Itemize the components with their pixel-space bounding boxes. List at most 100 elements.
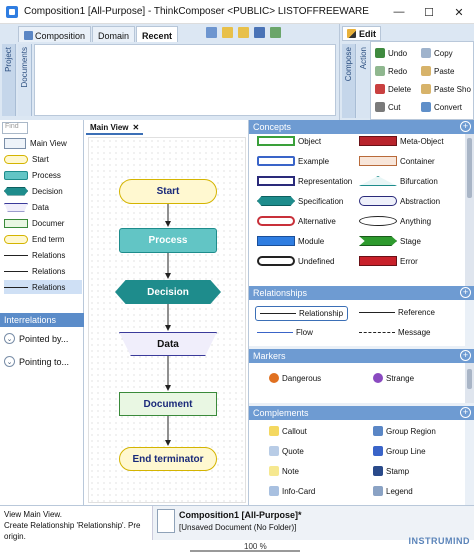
minimize-button[interactable]: — (393, 6, 405, 18)
expand-icon[interactable]: + (460, 121, 471, 132)
recent-documents-list[interactable] (34, 44, 336, 116)
complement-callout[interactable]: Callout (269, 426, 307, 436)
search-input[interactable]: Find (2, 122, 28, 134)
info-card-icon (269, 486, 279, 496)
tree-item-relationship-3[interactable]: Relations (4, 280, 82, 294)
complement-group-region[interactable]: Group Region (373, 426, 436, 436)
reference-tool[interactable]: Reference (359, 308, 435, 317)
open-folder-icon[interactable] (222, 27, 233, 38)
open-recent-icon[interactable] (238, 27, 249, 38)
marker-strange[interactable]: Strange (373, 373, 414, 383)
complement-note[interactable]: Note (269, 466, 299, 476)
concept-undefined[interactable]: Undefined (257, 256, 334, 266)
tree-item-relationship-1[interactable]: Relations (4, 248, 82, 262)
tree-item-process[interactable]: Process (4, 168, 82, 182)
tree-item-end-terminator[interactable]: End term (4, 232, 82, 246)
concept-example[interactable]: Example (257, 156, 329, 166)
markers-scrollbar[interactable] (465, 363, 474, 403)
redo-button[interactable]: Redo (375, 66, 407, 76)
concepts-header[interactable]: Concepts+ (249, 120, 474, 134)
relationships-header[interactable]: Relationships + (249, 286, 474, 300)
process-node[interactable]: Process (119, 228, 217, 253)
zoom-slider[interactable] (190, 550, 300, 552)
end-terminator-node[interactable]: End terminator (119, 447, 217, 471)
stamp-icon (373, 466, 383, 476)
markers-header[interactable]: Markers+ (249, 349, 474, 363)
maximize-button[interactable]: ☐ (424, 6, 434, 19)
complement-stamp[interactable]: Stamp (373, 466, 409, 476)
concept-error[interactable]: Error (359, 256, 418, 266)
concept-specification[interactable]: Specification (257, 196, 343, 206)
tree-item-main-view[interactable]: Main View (4, 136, 82, 150)
pointed-by-item[interactable]: ⌄Pointed by... (4, 333, 68, 344)
concept-alternative[interactable]: Alternative (257, 216, 336, 226)
properties-icon[interactable] (270, 27, 281, 38)
expand-icon[interactable]: + (460, 350, 471, 361)
complement-legend[interactable]: Legend (373, 486, 413, 496)
close-button[interactable]: ✕ (454, 6, 464, 19)
document-subtitle: [Unsaved Document (No Folder)] (179, 523, 297, 532)
project-panel: Composition Domain Recent Project Docume… (0, 24, 340, 120)
expand-icon[interactable]: + (460, 407, 471, 418)
scroll-thumb[interactable] (467, 138, 472, 198)
convert-button[interactable]: Convert (421, 102, 462, 112)
concept-stage[interactable]: Stage (359, 236, 421, 246)
tree-item-data[interactable]: Data (4, 200, 82, 214)
complements-header[interactable]: Complements+ (249, 406, 474, 420)
diagram-view: Main View ✕ Start Process Decision Data … (84, 120, 248, 505)
documents-strip: Documents (18, 44, 32, 116)
specification-shape-icon (257, 196, 295, 206)
undo-button[interactable]: Undo (375, 48, 407, 58)
tree-item-decision[interactable]: Decision (4, 184, 82, 198)
complement-label: Stamp (386, 466, 410, 476)
paste-shortcut-button[interactable]: Paste Sho (421, 84, 471, 94)
relationships-title: Relationships (253, 288, 308, 298)
tab-domain[interactable]: Domain (92, 26, 136, 42)
start-node[interactable]: Start (119, 179, 217, 204)
flow-tool[interactable]: Flow (257, 328, 313, 337)
relationship-tool[interactable]: Relationship (255, 306, 349, 321)
tab-recent[interactable]: Recent (136, 26, 179, 42)
tab-composition[interactable]: Composition (18, 26, 92, 42)
cut-button[interactable]: Cut (375, 102, 400, 112)
concept-object[interactable]: Object (257, 136, 321, 146)
copy-button[interactable]: Copy (421, 48, 453, 58)
concept-meta-object[interactable]: Meta-Object (359, 136, 444, 146)
new-document-icon[interactable] (206, 27, 217, 38)
complement-info-card[interactable]: Info-Card (269, 486, 315, 496)
close-tab-icon[interactable]: ✕ (132, 123, 140, 132)
tree-item-relationship-2[interactable]: Relations (4, 264, 82, 278)
action-label: Action (359, 47, 368, 70)
concept-anything[interactable]: Anything (359, 216, 431, 226)
document-node[interactable]: Document (119, 392, 217, 416)
dangerous-icon (269, 373, 279, 383)
diagram-canvas[interactable]: Start Process Decision Data Document End… (88, 137, 246, 503)
tab-main-view[interactable]: Main View ✕ (86, 122, 144, 135)
data-node[interactable]: Data (119, 332, 217, 356)
concept-representation[interactable]: Representation (257, 176, 352, 186)
window-title: Composition1 [All-Purpose] - ThinkCompos… (24, 6, 369, 17)
paste-button[interactable]: Paste (421, 66, 454, 76)
convert-icon (421, 102, 431, 112)
expand-icon[interactable]: + (460, 287, 471, 298)
concept-container[interactable]: Container (359, 156, 435, 166)
concept-abstraction[interactable]: Abstraction (359, 196, 440, 206)
save-icon[interactable] (254, 27, 265, 38)
pointing-to-item[interactable]: ⌄Pointing to... (4, 356, 69, 367)
complement-label: Legend (386, 486, 413, 496)
complement-quote[interactable]: Quote (269, 446, 304, 456)
tree-item-document[interactable]: Documer (4, 216, 82, 230)
tree-item-start[interactable]: Start (4, 152, 82, 166)
marker-dangerous[interactable]: Dangerous (269, 373, 321, 383)
stage-shape-icon (359, 236, 397, 246)
scroll-thumb[interactable] (467, 369, 472, 389)
complement-group-line[interactable]: Group Line (373, 446, 426, 456)
message-tool[interactable]: Message (359, 328, 430, 337)
concept-module[interactable]: Module (257, 236, 324, 246)
decision-node[interactable]: Decision (115, 280, 221, 304)
tab-edit[interactable]: Edit (342, 26, 381, 41)
concept-bifurcation[interactable]: Bifurcation (359, 176, 438, 186)
compose-label: Compose (344, 47, 353, 82)
delete-button[interactable]: Delete (375, 84, 411, 94)
concepts-scrollbar[interactable] (465, 134, 474, 286)
